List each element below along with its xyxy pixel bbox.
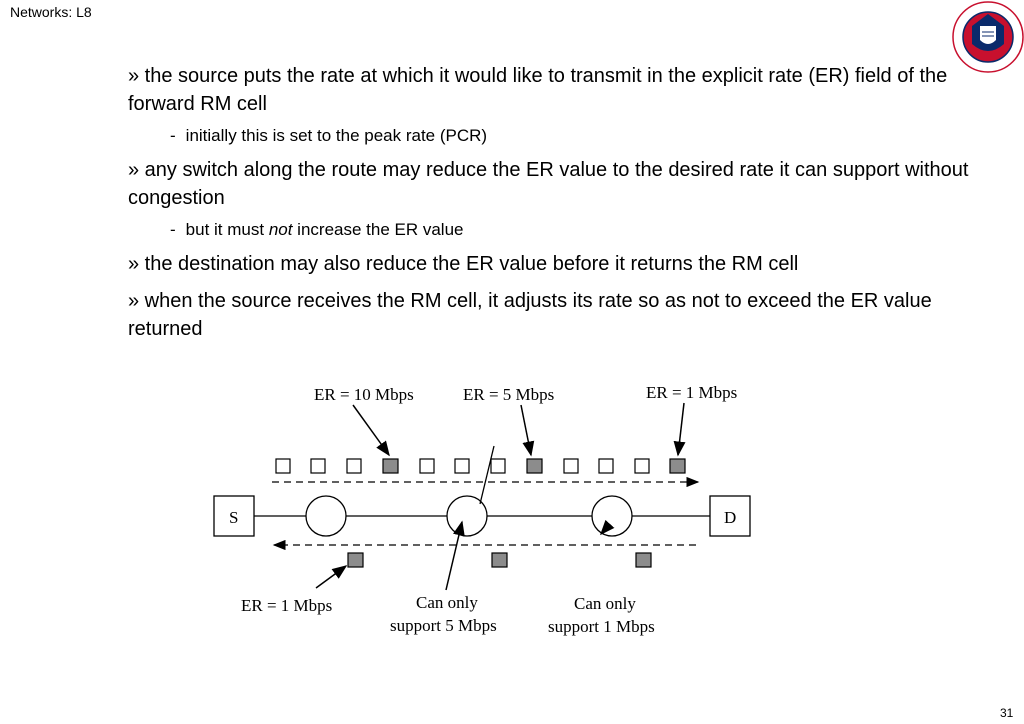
forward-cell-row (275, 458, 686, 474)
sub-bullet-text-before: but it must (185, 220, 269, 239)
arrow-support-1 (600, 519, 615, 536)
rm-cell (382, 458, 399, 474)
data-cell (598, 458, 614, 474)
source-node (213, 495, 255, 537)
bullet-source-adjusts: » when the source receives the RM cell, … (128, 290, 932, 340)
data-cell (419, 458, 435, 474)
data-cell (310, 458, 326, 474)
label-er-5: ER = 5 Mbps (463, 385, 554, 404)
destination-node (709, 495, 751, 537)
label-support-1-line2: support 1 Mbps (548, 617, 655, 636)
destination-node-label: D (724, 508, 736, 527)
university-crest-logo (952, 1, 1024, 73)
switch-3 (591, 495, 633, 537)
sub-bullet-text: initially this is set to the peak rate (… (185, 126, 488, 145)
sub-bullet-peak-rate: -initially this is set to the peak rate … (170, 125, 988, 147)
label-er-1-bottom: ER = 1 Mbps (241, 596, 332, 615)
sub-bullet-text-after: increase the ER value (292, 220, 464, 239)
sub-bullet-emphasis: not (268, 220, 293, 239)
data-cell (634, 458, 650, 474)
arrow-er-1-top (673, 402, 686, 457)
rm-cell (526, 458, 543, 474)
rm-cell (669, 458, 686, 474)
label-support-5-line1: Can only (416, 593, 478, 612)
page-number: 31 (1000, 706, 1014, 720)
bullet-switch-reduces-er: » any switch along the route may reduce … (128, 159, 969, 209)
bullet-destination-reduces: » the destination may also reduce the ER… (128, 253, 799, 275)
label-er-10: ER = 10 Mbps (314, 385, 414, 404)
sub-bullet-dash: - (170, 126, 176, 145)
slide-content: » the source puts the rate at which it w… (128, 62, 988, 352)
rm-cell (491, 552, 508, 568)
rm-cell (347, 552, 364, 568)
data-cell (346, 458, 362, 474)
data-cell (275, 458, 291, 474)
source-node-label: S (229, 508, 238, 527)
switch-1 (305, 495, 347, 537)
data-cell (563, 458, 579, 474)
data-cell (490, 458, 506, 474)
sub-bullet-dash: - (170, 220, 176, 239)
label-er-1-top: ER = 1 Mbps (646, 383, 737, 402)
bullet-source-sets-er: » the source puts the rate at which it w… (128, 65, 948, 115)
switch-2-slash (479, 445, 495, 505)
backward-cell-row (347, 552, 652, 568)
rm-cell (635, 552, 652, 568)
label-support-5-line2: support 5 Mbps (390, 616, 497, 635)
label-support-1-line1: Can only (574, 594, 636, 613)
arrow-support-5 (445, 520, 465, 591)
arrow-er-1-bottom (315, 565, 348, 589)
slide-header-title: Networks: L8 (10, 4, 92, 20)
data-cell (454, 458, 470, 474)
arrow-er-5 (520, 404, 535, 457)
sub-bullet-not-increase: -but it must not increase the ER value (170, 219, 988, 241)
arrow-er-10 (352, 404, 390, 457)
